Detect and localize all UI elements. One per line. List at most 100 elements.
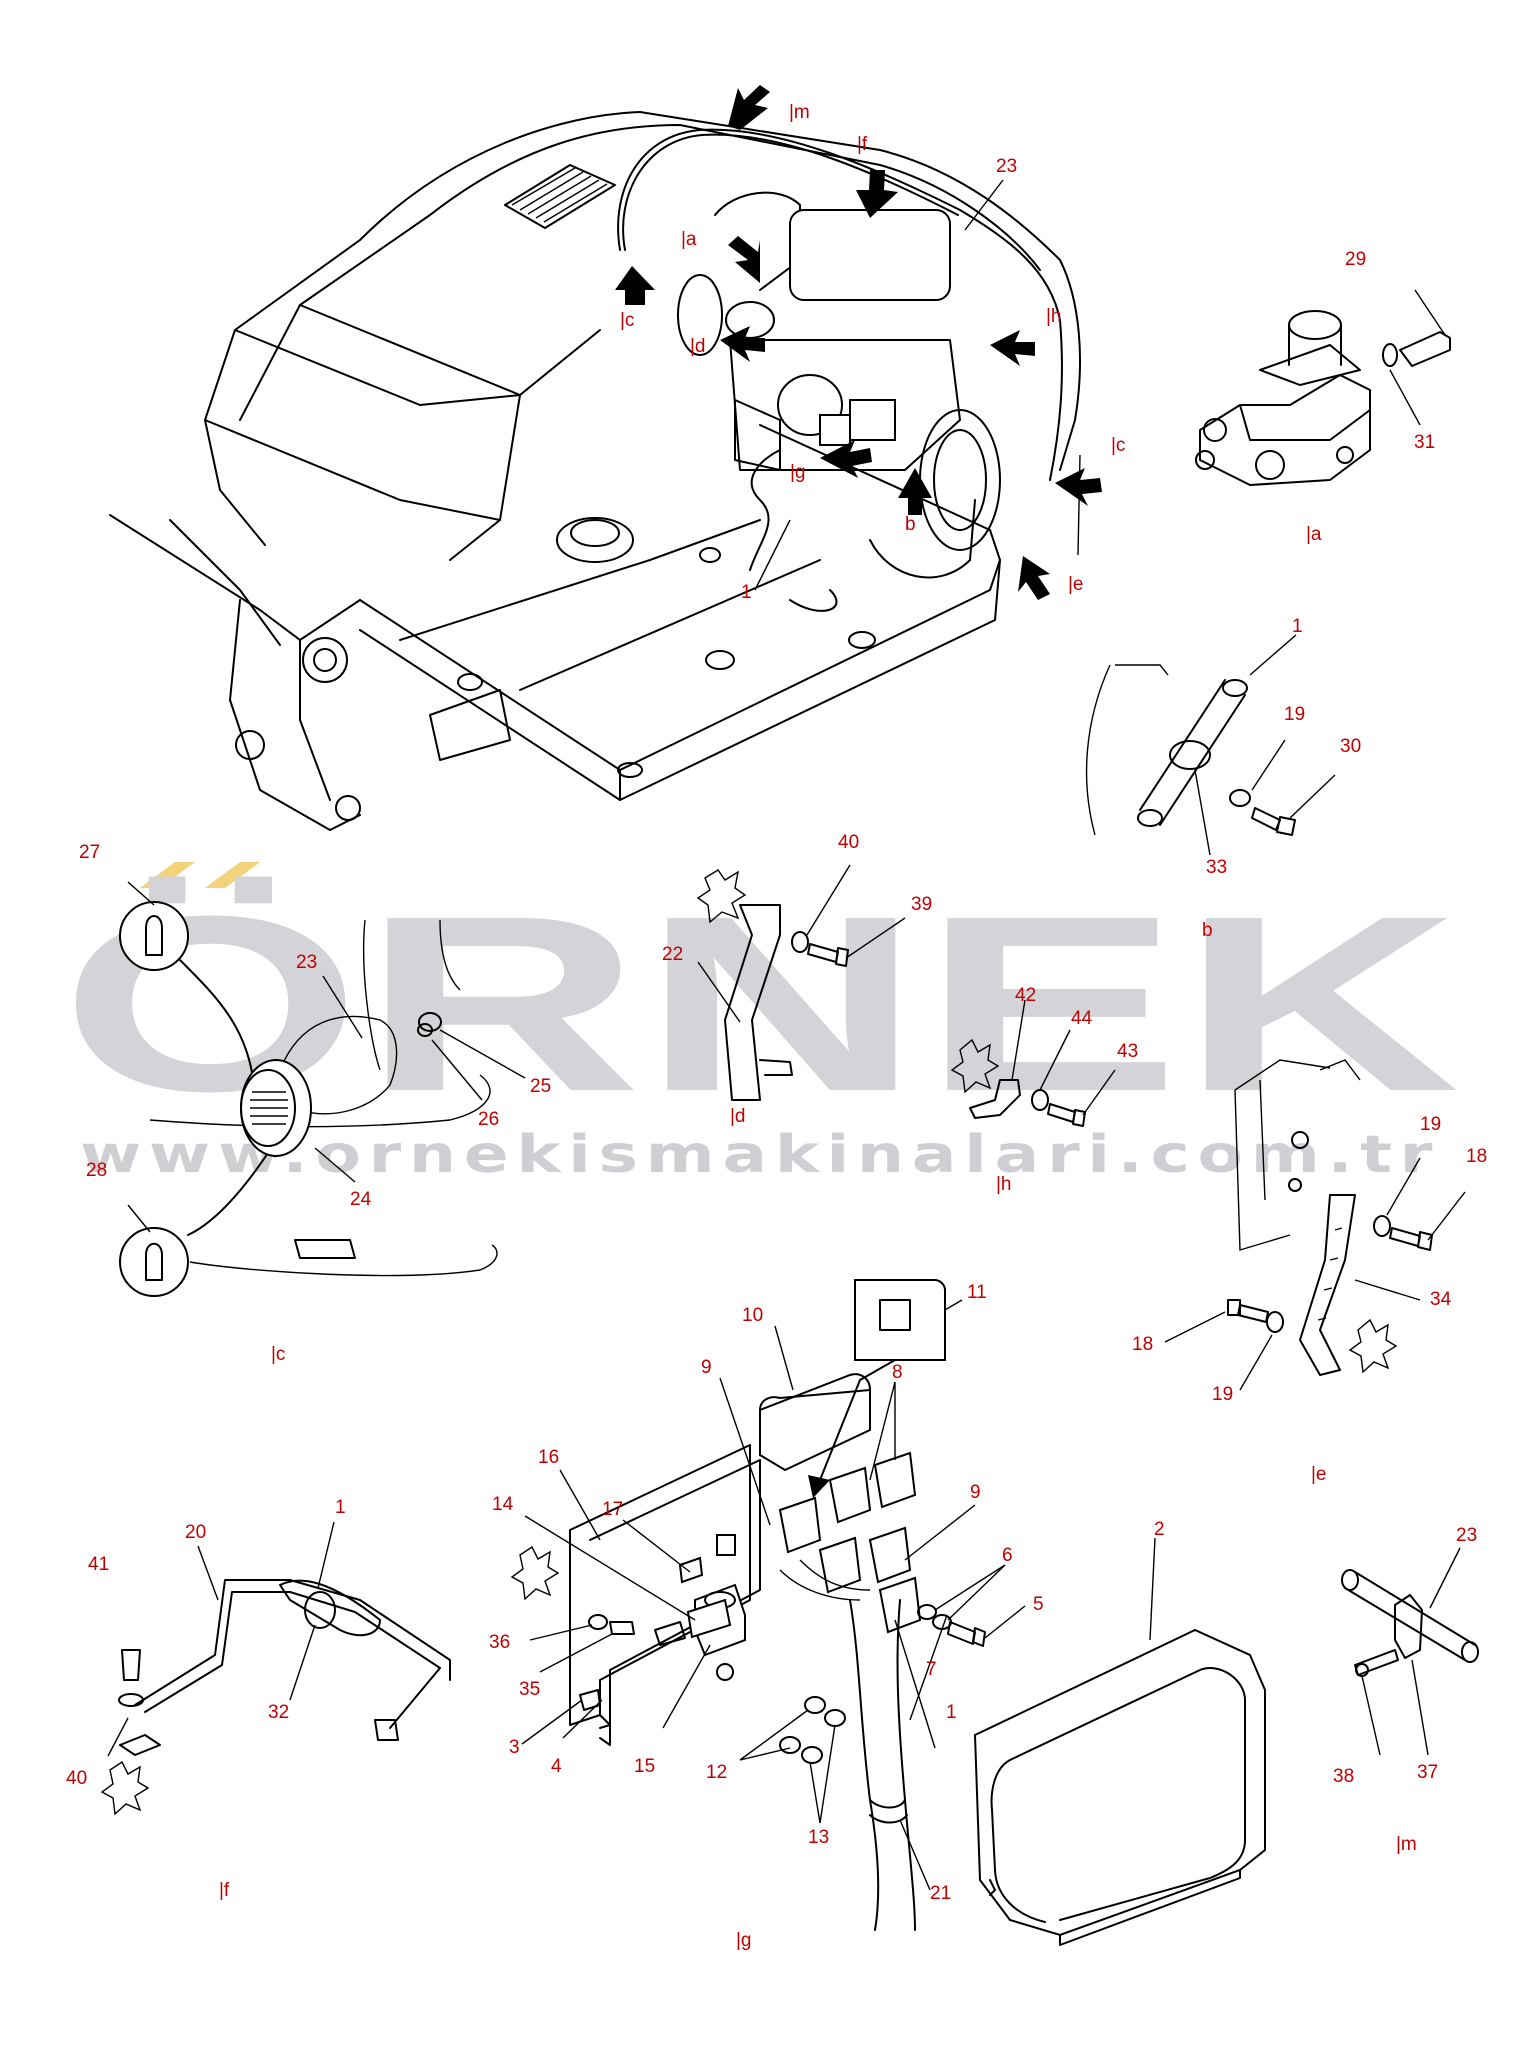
detail-e-callout-19a: 19 (1420, 1114, 1441, 1135)
detail-c-callout-26: 26 (478, 1109, 499, 1130)
detail-c-callout-25: 25 (530, 1076, 551, 1097)
connector-14 (686, 1598, 732, 1639)
c-arrow-28-path (187, 1149, 271, 1236)
washer-12a (804, 1696, 826, 1714)
b-context-arc (1085, 664, 1111, 836)
main-label-b: b (905, 514, 916, 535)
bolt-30 (1276, 816, 1296, 836)
boom-bracket-inner (299, 639, 331, 801)
valve-body (1199, 374, 1371, 486)
bracket-20-tab (374, 1719, 399, 1741)
frame-outline-top (359, 424, 1001, 771)
c-bracket (294, 1239, 356, 1259)
relay-9a (778, 1496, 822, 1554)
washer-40-f (118, 1693, 144, 1707)
screw-35 (609, 1621, 635, 1635)
detail-g-callout-21: 21 (930, 1883, 951, 1904)
bracket-20 (134, 1579, 451, 1706)
boom-bracket-outer (229, 599, 361, 831)
detail-c-callout-28: 28 (86, 1160, 107, 1181)
detail-g-callout-12: 12 (706, 1762, 727, 1783)
hood-inner-outline (429, 124, 1041, 271)
detail-a-callout-31: 31 (1414, 432, 1435, 453)
section-label-h: |h (996, 1174, 1012, 1195)
detail-m-callout-23: 23 (1456, 1525, 1477, 1546)
detail-e: 19 18 34 18 19 |e (1132, 1059, 1487, 1485)
section-label-d: |d (730, 1106, 746, 1127)
harness-23-route-inner (622, 133, 959, 251)
main-label-d: |d (690, 336, 706, 357)
arrow-c-right (1055, 468, 1102, 506)
clamp-33 (1169, 740, 1211, 770)
detail-g-callout-1: 1 (946, 1702, 957, 1723)
boom-pin-lower (235, 730, 265, 760)
detail-m-callout-38: 38 (1333, 1766, 1354, 1787)
washer-6a (917, 1604, 937, 1620)
detail-b-callout-1: 1 (1292, 616, 1303, 637)
arrow-f (856, 170, 898, 218)
detail-g-callout-6: 6 (1002, 1545, 1013, 1566)
boom-line-inner (169, 519, 281, 646)
washer-31 (1382, 343, 1398, 367)
relay-9c (868, 1526, 912, 1584)
relay-8a (828, 1466, 872, 1524)
valve-top-cap (1288, 310, 1342, 340)
detail-m-callout-37: 37 (1417, 1762, 1438, 1783)
detail-g-callout-11: 11 (967, 1282, 987, 1303)
bracket-34-texture (1317, 1227, 1343, 1321)
harness-1-loop (789, 589, 838, 612)
main-label-a: |a (681, 229, 697, 250)
section-label-b: b (1202, 920, 1213, 941)
detail-e-callout-18a: 18 (1466, 1146, 1487, 1167)
switch-29 (1399, 331, 1451, 367)
bolt-41 (121, 1649, 141, 1681)
main-callout-1: 1 (741, 582, 752, 603)
clip-37 (1394, 1594, 1423, 1659)
harness-23-m (1344, 1571, 1476, 1661)
frame-slot (429, 689, 511, 761)
washer-26 (417, 1023, 433, 1037)
detail-f-callout-32: 32 (268, 1702, 289, 1723)
lamp-lens-pattern (250, 1091, 288, 1125)
g-anchor-symbol (510, 1545, 560, 1601)
arrow-a (728, 236, 760, 283)
relay-8b (873, 1451, 917, 1509)
panel-16 (569, 1444, 751, 1726)
main-label-h: |h (1046, 306, 1062, 327)
detail-h-callout-43: 43 (1117, 1041, 1138, 1062)
cab-lower-line (204, 419, 501, 521)
detail-g-callout-7: 7 (926, 1659, 937, 1680)
harness-1-f (279, 1579, 381, 1637)
arrow-e (1018, 556, 1050, 600)
washer-40-d (791, 931, 809, 953)
detail-a-callout-29: 29 (1345, 249, 1366, 270)
section-label-c: |c (271, 1344, 285, 1365)
main-machine-view: |m |f |a |c |d |h |c |g b |e 1 23 (109, 85, 1125, 831)
b-pipe (1139, 679, 1246, 826)
arrow-d (720, 326, 765, 362)
detail-g-callout-17: 17 (602, 1499, 623, 1520)
detail-b-callout-19: 19 (1284, 704, 1305, 725)
detail-g-callout-9a: 9 (701, 1357, 712, 1378)
washer-12b (779, 1736, 801, 1754)
box-10 (759, 1373, 871, 1472)
main-label-c: |c (620, 310, 634, 331)
main-arrows (615, 85, 1102, 600)
fuse-11 (879, 1299, 911, 1331)
detail-g-callout-4: 4 (551, 1756, 562, 1777)
valve-port-3 (1255, 450, 1285, 480)
arrow-c-top (615, 266, 655, 305)
nut-25 (418, 1012, 442, 1032)
detail-d-callout-22: 22 (662, 944, 683, 965)
detail-g-callout-36: 36 (489, 1632, 510, 1653)
louvre-grille (504, 164, 616, 229)
detail-f-callout-1: 1 (335, 1497, 346, 1518)
section-label-a: |a (1306, 524, 1322, 545)
boom-line-top (109, 514, 361, 641)
hood-outline (359, 111, 1081, 471)
f-anchor-symbol (100, 1760, 150, 1816)
detail-h-callout-44: 44 (1071, 1008, 1093, 1029)
watermark-accent-1 (140, 862, 195, 888)
bolt-18-e1 (1417, 1231, 1433, 1251)
